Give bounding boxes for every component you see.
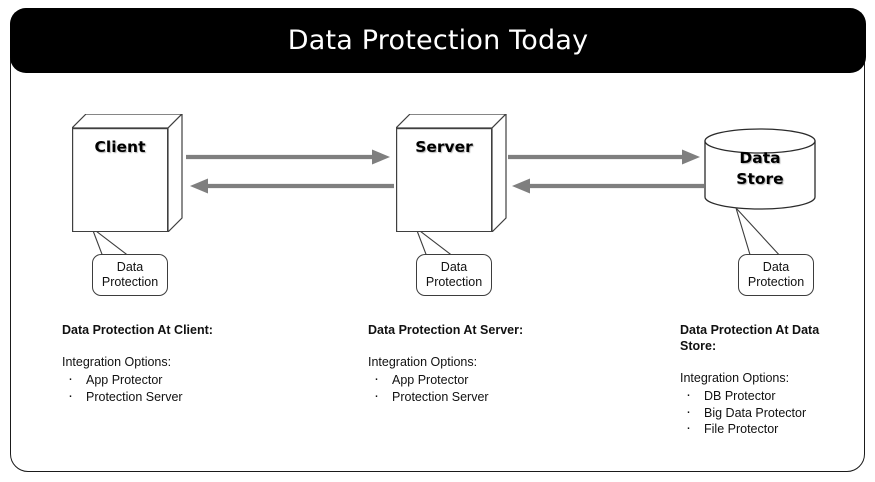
arrow-store-to-server bbox=[512, 178, 704, 194]
text-block-client-list: App Protector Protection Server bbox=[62, 371, 332, 406]
text-block-client-subheading: Integration Options: bbox=[62, 355, 172, 369]
list-item: File Protector bbox=[680, 420, 856, 438]
list-item: Protection Server bbox=[368, 388, 638, 406]
data-store-label-line2: Store bbox=[736, 170, 784, 188]
callout-data-store-line1: Data bbox=[762, 260, 790, 274]
arrows-client-server bbox=[186, 146, 394, 198]
text-block-data-store-heading: Data Protection At Data Store: bbox=[680, 323, 820, 353]
callout-data-store-line2: Protection bbox=[747, 275, 805, 289]
text-block-server-list: App Protector Protection Server bbox=[368, 371, 638, 406]
node-server[interactable]: Server bbox=[396, 114, 520, 232]
list-item: Protection Server bbox=[62, 388, 332, 406]
node-data-store[interactable]: Data Store bbox=[704, 128, 816, 210]
callout-server-line2: Protection bbox=[425, 275, 483, 289]
text-block-data-store: Data Protection At Data Store: Integrati… bbox=[680, 322, 856, 438]
callout-data-store[interactable]: Data Protection bbox=[732, 206, 842, 298]
callout-data-store-bubble: Data Protection bbox=[738, 254, 814, 296]
text-block-server-heading: Data Protection At Server: bbox=[368, 323, 524, 337]
callout-client[interactable]: Data Protection bbox=[88, 226, 198, 298]
arrow-server-to-client bbox=[190, 178, 394, 194]
server-box-top-face bbox=[396, 114, 506, 129]
callout-server-line1: Data bbox=[440, 260, 468, 274]
arrow-server-to-store bbox=[508, 149, 700, 165]
title-banner: Data Protection Today bbox=[10, 8, 866, 73]
data-store-label-line1: Data bbox=[739, 149, 781, 167]
arrows-server-datastore bbox=[508, 146, 704, 198]
callout-client-bubble: Data Protection bbox=[92, 254, 168, 296]
server-label: Server bbox=[415, 138, 473, 156]
arrow-client-to-server bbox=[186, 149, 390, 165]
data-store-label: Data Store bbox=[704, 148, 816, 190]
server-box-side-face bbox=[492, 114, 507, 232]
text-block-data-store-subheading: Integration Options: bbox=[680, 371, 790, 385]
callout-client-line2: Protection bbox=[101, 275, 159, 289]
text-block-client-heading: Data Protection At Client: bbox=[62, 323, 213, 337]
data-store-cylinder-shape bbox=[704, 128, 816, 210]
callout-server-bubble: Data Protection bbox=[416, 254, 492, 296]
list-item: DB Protector bbox=[680, 387, 856, 405]
text-block-server: Data Protection At Server: Integration O… bbox=[368, 322, 638, 405]
client-box-side-face bbox=[168, 114, 183, 232]
client-label: Client bbox=[94, 138, 146, 156]
list-item: Big Data Protector bbox=[680, 404, 856, 422]
client-box-top-face bbox=[72, 114, 182, 129]
callout-server[interactable]: Data Protection bbox=[412, 226, 522, 298]
node-client[interactable]: Client bbox=[72, 114, 196, 232]
text-block-client: Data Protection At Client: Integration O… bbox=[62, 322, 332, 405]
text-block-data-store-list: DB Protector Big Data Protector File Pro… bbox=[680, 387, 856, 438]
list-item: App Protector bbox=[62, 371, 332, 389]
callout-client-line1: Data bbox=[116, 260, 144, 274]
list-item: App Protector bbox=[368, 371, 638, 389]
page-title: Data Protection Today bbox=[287, 25, 589, 56]
text-block-server-subheading: Integration Options: bbox=[368, 355, 478, 369]
